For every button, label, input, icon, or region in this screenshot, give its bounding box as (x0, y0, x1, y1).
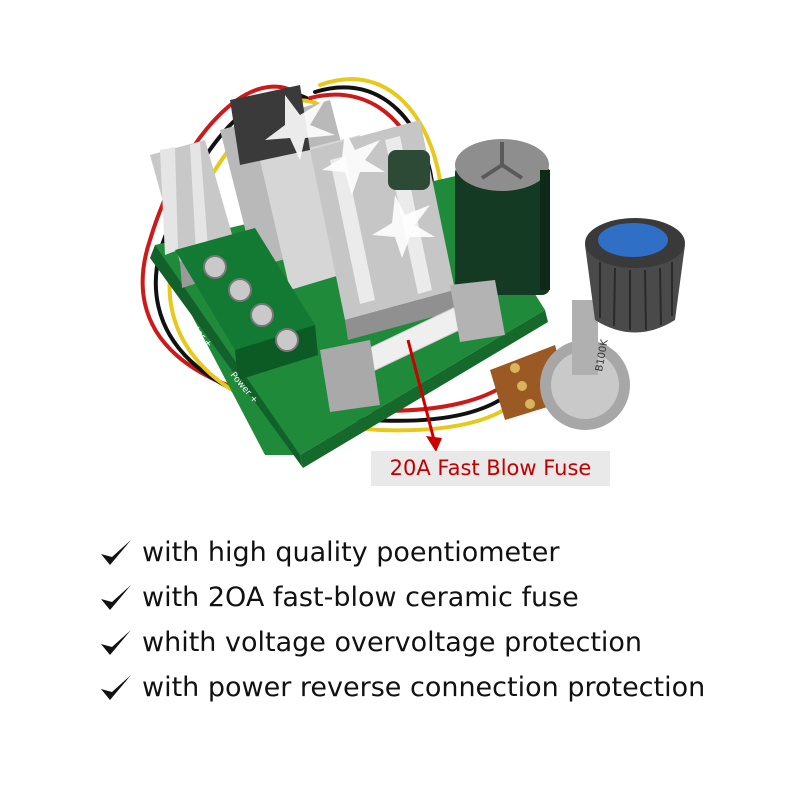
feature-text: with high quality poentiometer (142, 537, 560, 568)
check-icon (101, 584, 131, 610)
fuse-callout-arrow (406, 339, 442, 452)
feature-text: with 2OA fast-blow ceramic fuse (142, 582, 579, 613)
list-item: whith voltage overvoltage protection (98, 620, 788, 665)
potentiometer-knob (585, 218, 685, 333)
list-item: with power reverse connection protection (98, 665, 788, 710)
product-photo: Motor + Power + B100K (140, 77, 685, 468)
capacitor (388, 139, 550, 295)
ceramic-fuse (320, 280, 505, 412)
terminal-block (175, 228, 318, 380)
feature-text: with power reverse connection protection (142, 672, 706, 703)
potentiometer (490, 300, 630, 430)
check-icon (101, 629, 131, 655)
check-icon (101, 539, 131, 565)
list-item: with high quality poentiometer (98, 530, 788, 575)
check-icon (101, 674, 131, 700)
list-item: with 2OA fast-blow ceramic fuse (98, 575, 788, 620)
feature-list: with high quality poentiometer with 2OA … (98, 530, 788, 710)
fuse-callout-label: 20A Fast Blow Fuse (371, 451, 610, 486)
heatsink-highlights (265, 95, 435, 258)
feature-text: whith voltage overvoltage protection (142, 627, 643, 658)
